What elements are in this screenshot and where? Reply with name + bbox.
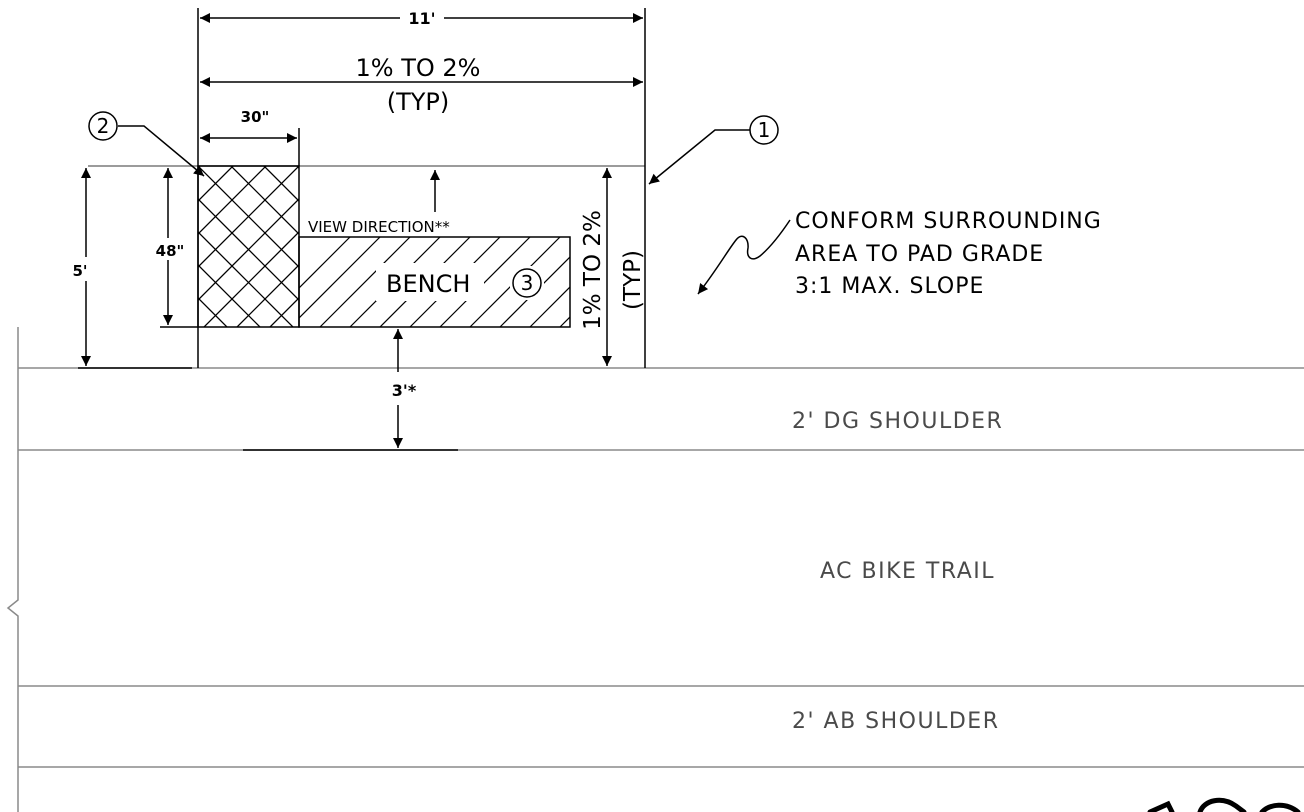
svg-text:2: 2: [97, 114, 110, 138]
svg-text:1: 1: [758, 118, 771, 142]
callout-circle-3: 3: [512, 268, 542, 298]
long-slope-note: (TYP): [620, 250, 646, 310]
callout-circle-2: 2: [88, 111, 118, 141]
break-line: [6, 327, 19, 812]
callout-circle-1: 1: [749, 115, 779, 145]
setback-label: 3'*: [392, 381, 417, 400]
long-slope-label: 1% TO 2%: [580, 210, 606, 330]
clear-width-label: 30": [241, 108, 270, 126]
cross-slope-note: (TYP): [387, 88, 450, 116]
svg-text:3:1 MAX. SLOPE: 3:1 MAX. SLOPE: [795, 274, 984, 299]
pad-depth-label: 5': [72, 262, 87, 280]
overall-width-label: 11': [408, 9, 435, 28]
svg-text:CONFORM SURROUNDING: CONFORM SURROUNDING: [795, 209, 1102, 234]
bench-label: BENCH: [386, 270, 470, 298]
dg-shoulder-label: 2' DG SHOULDER: [792, 409, 1003, 434]
clear-depth-label: 48": [156, 242, 185, 260]
svg-text:3: 3: [521, 271, 534, 295]
partial-stamp-mark: [1147, 797, 1301, 812]
cross-slope-label: 1% TO 2%: [356, 54, 481, 82]
conform-note: CONFORM SURROUNDING AREA TO PAD GRADE 3:…: [795, 209, 1102, 299]
trail-band-lines: [18, 367, 1304, 768]
callout-leaders: [118, 125, 791, 295]
ab-shoulder-label: 2' AB SHOULDER: [792, 709, 999, 734]
view-direction-label: VIEW DIRECTION**: [308, 218, 450, 236]
bike-trail-label: AC BIKE TRAIL: [820, 559, 995, 584]
svg-text:AREA TO PAD GRADE: AREA TO PAD GRADE: [795, 242, 1044, 267]
